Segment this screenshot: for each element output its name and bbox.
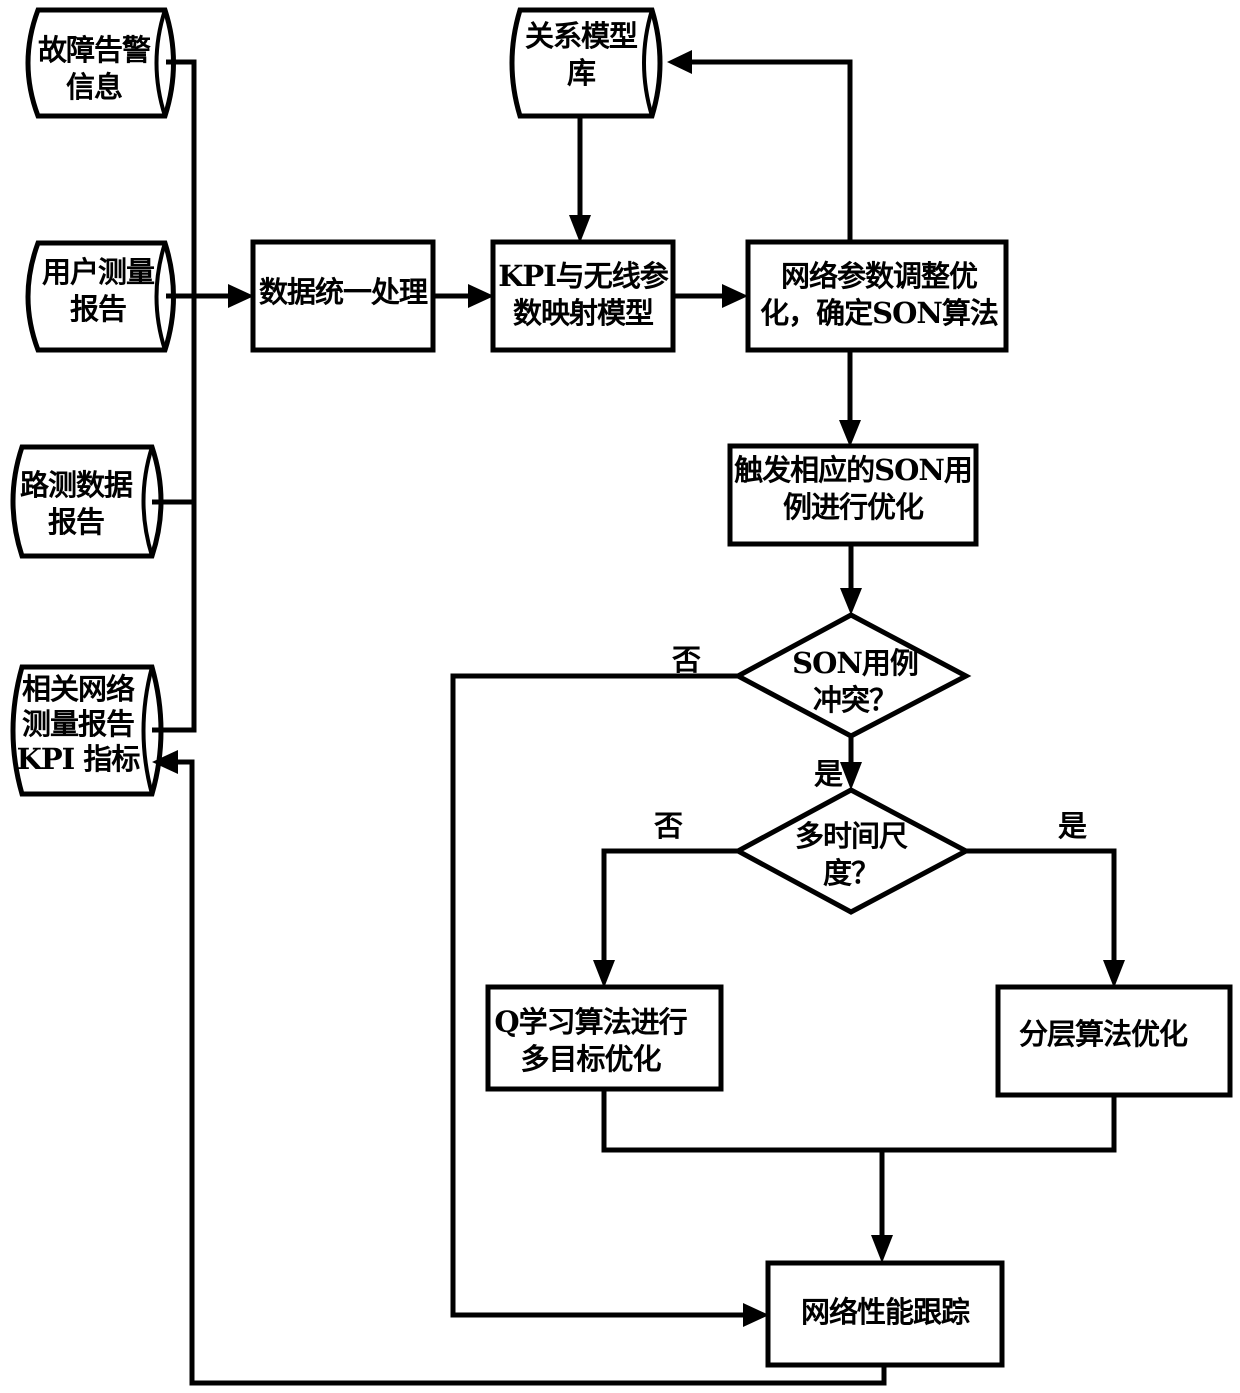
box-trigger-son [727, 443, 979, 547]
label-param-adjust: 网络参数调整优 化，确定SON算法 [760, 259, 999, 331]
cylinder-network-kpi [10, 664, 164, 797]
cylinder-fault-alarm [25, 7, 176, 119]
edge-processing-to-mapping [433, 284, 494, 308]
label-data-processing: 数据统一处理 [258, 275, 428, 309]
label-q-learning: Q学习算法进行 多目标优化 [494, 1005, 687, 1077]
edge-db-to-mapping [569, 116, 591, 243]
label-hierarchical: 分层算法优化 [1018, 1017, 1188, 1051]
edge-label-conflict-no: 否 [671, 643, 701, 677]
edge-mapping-to-adjust [673, 284, 748, 308]
edge-conflict-yes [840, 736, 862, 790]
label-drive-test: 路测数据 报告 [19, 468, 133, 540]
label-network-kpi: 相关网络 测量报告 KPI 指标 [16, 672, 141, 776]
label-multi-timescale: 多时间尺 度？ [794, 819, 908, 891]
cylinder-drive-test [10, 444, 164, 559]
label-performance-tracking: 网络性能跟踪 [800, 1295, 970, 1329]
label-son-conflict: SON用例 冲突？ [792, 646, 919, 718]
edge-algorithms-merge [601, 1089, 1117, 1263]
edge-adjust-to-db [667, 50, 853, 242]
cylinder-relation-model-db [509, 7, 663, 119]
label-relation-model-db: 关系模型 库 [524, 19, 638, 91]
label-kpi-mapping: KPI与无线参 数映射模型 [498, 259, 669, 331]
edge-tracking-to-kpi [152, 750, 887, 1386]
edge-label-timescale-no: 否 [653, 809, 683, 843]
cylinder-user-measurement [25, 240, 176, 353]
label-trigger-son: 触发相应的SON用 例进行优化 [734, 453, 973, 525]
label-fault-alarm: 故障告警 信息 [37, 33, 151, 105]
box-performance-tracking [765, 1260, 1005, 1368]
label-user-measurement: 用户测量 报告 [41, 255, 155, 327]
box-param-adjust [745, 239, 1009, 353]
edge-timescale-no [593, 848, 738, 988]
edge-label-timescale-yes: 是 [1057, 809, 1087, 843]
edge-trigger-to-conflict [840, 544, 862, 615]
source-bus [152, 59, 197, 733]
edge-label-conflict-yes: 是 [813, 757, 843, 791]
edge-timescale-yes [966, 848, 1125, 988]
edge-sources-to-processing [194, 284, 254, 308]
box-q-learning [485, 984, 724, 1092]
edge-adjust-to-trigger [839, 350, 861, 447]
decision-multi-timescale [732, 787, 972, 915]
edge-conflict-no [450, 673, 769, 1327]
